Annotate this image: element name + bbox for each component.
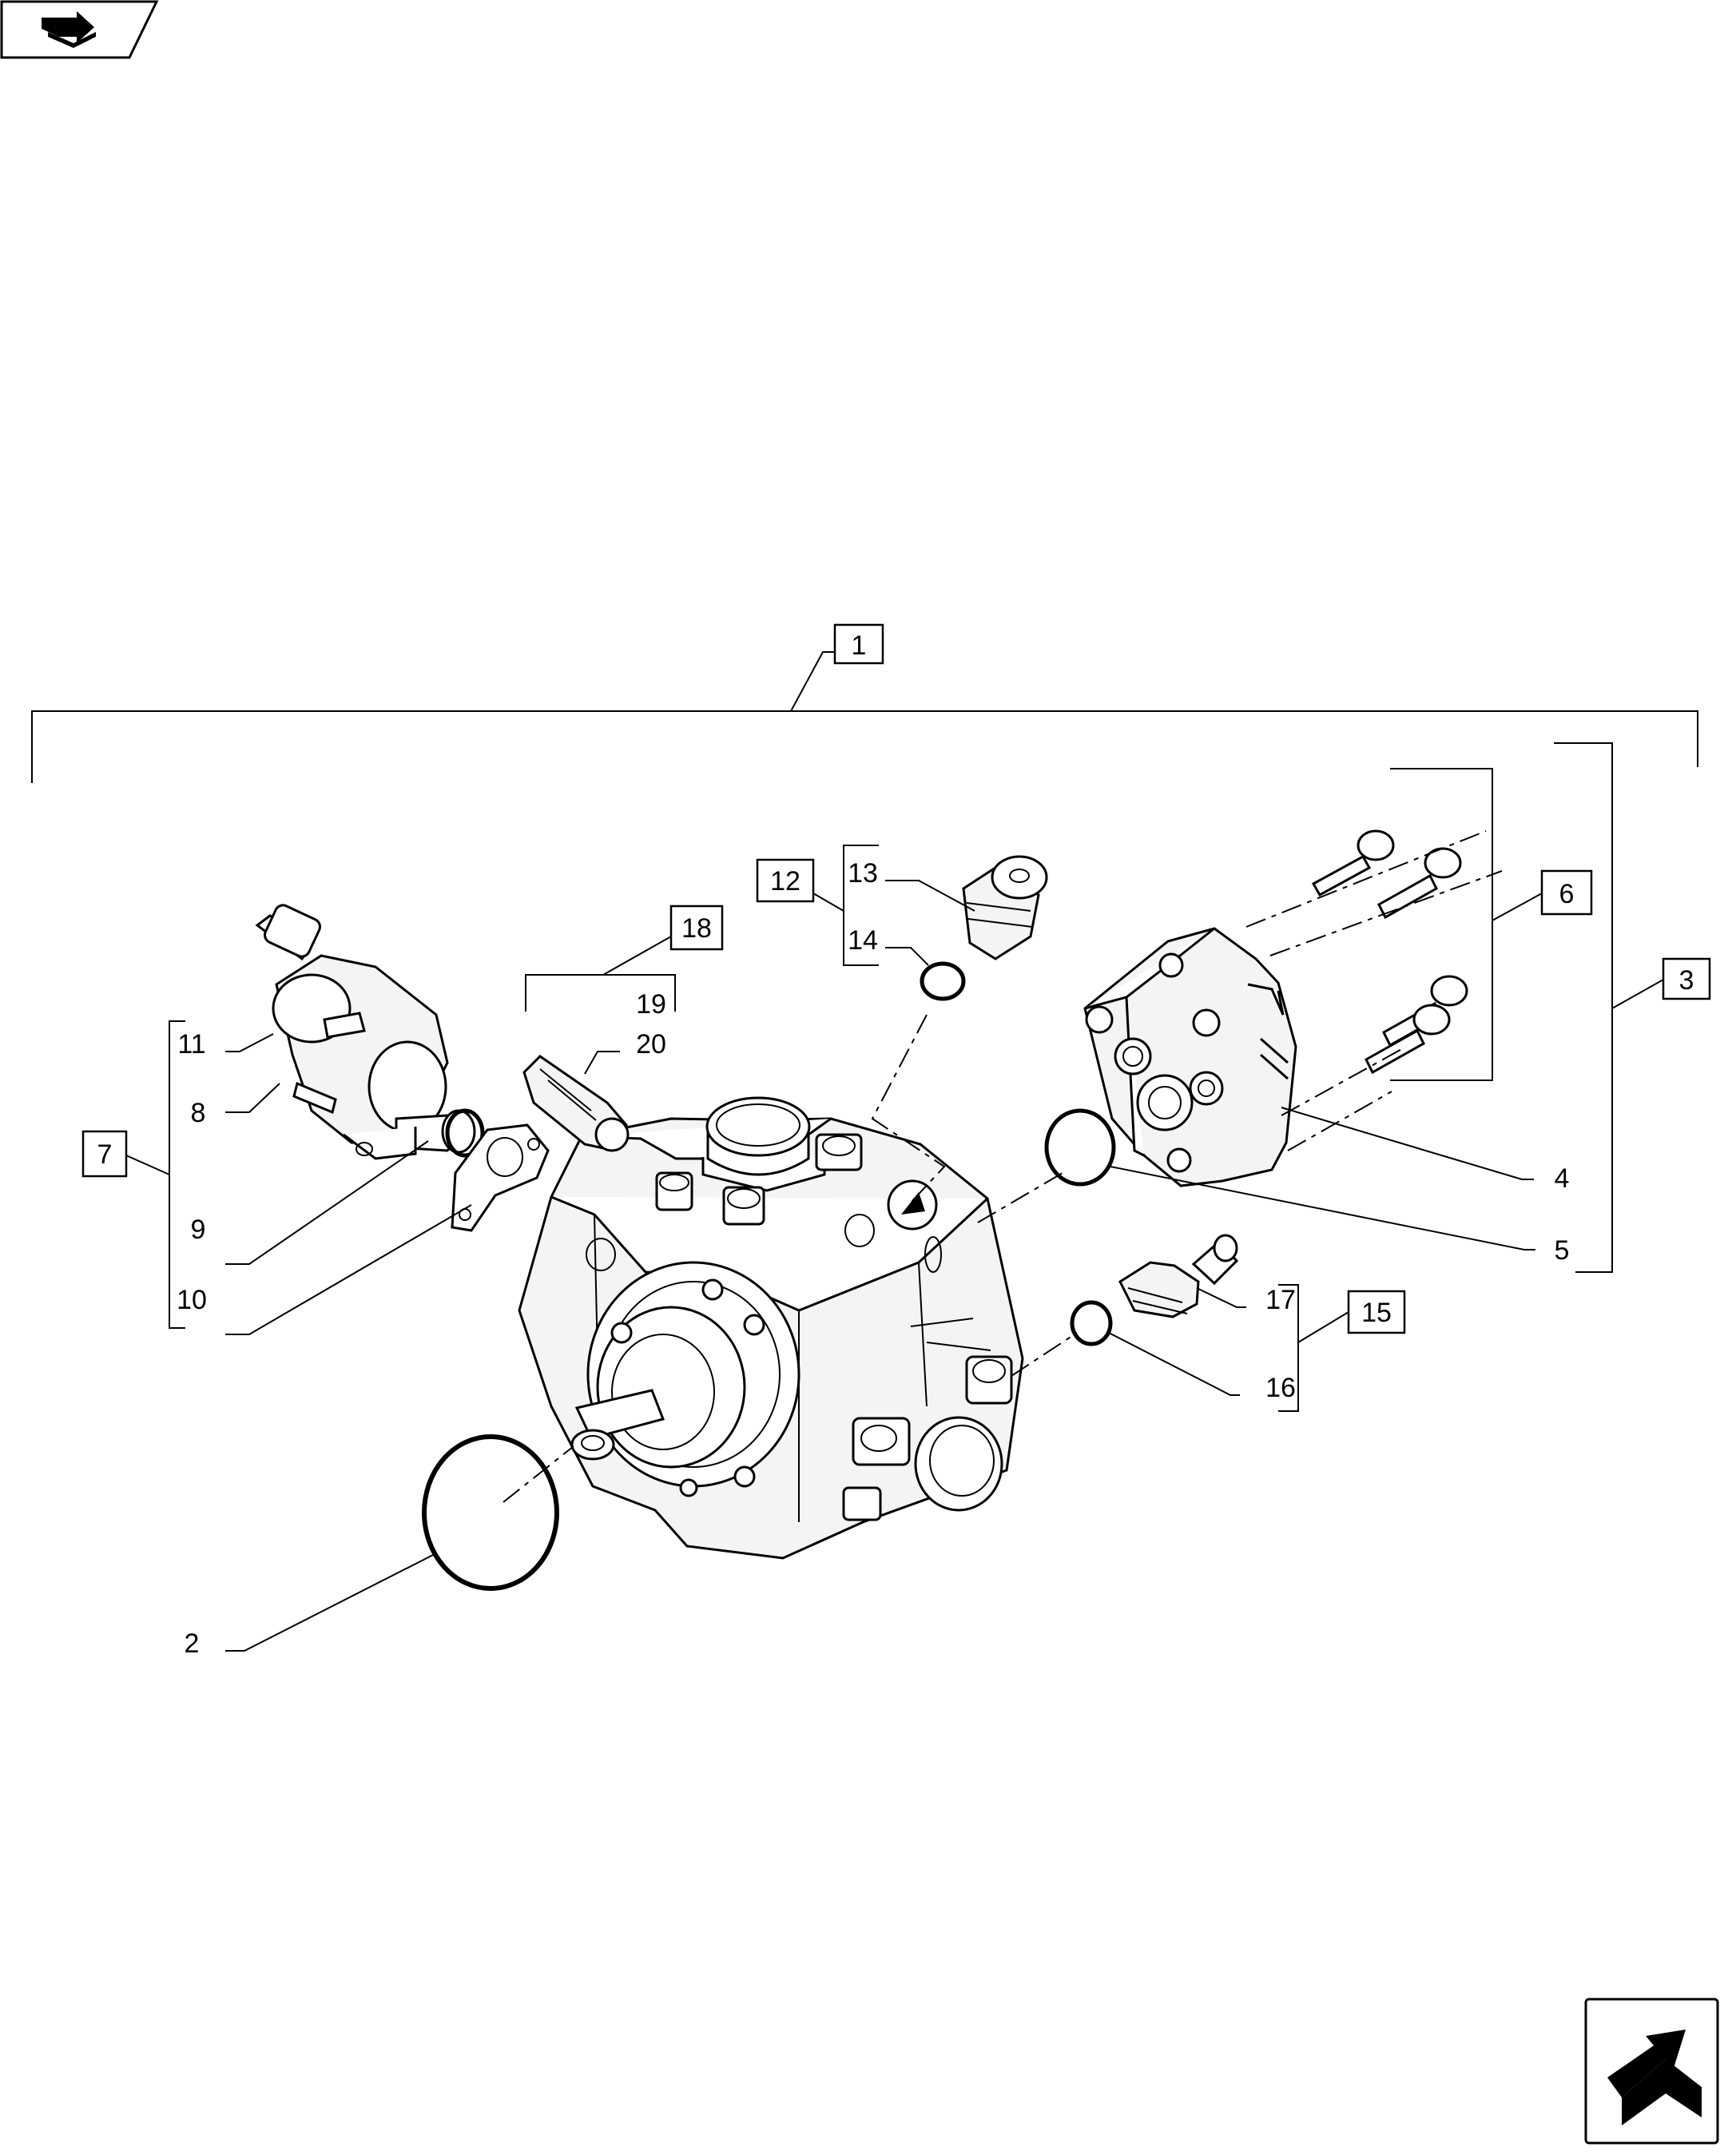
callout-20[interactable]: 20: [636, 1029, 666, 1060]
leader-11: [225, 1033, 274, 1052]
svg-text:18: 18: [681, 913, 712, 944]
callout-9[interactable]: 9: [191, 1215, 206, 1245]
connector-fitting: [522, 1055, 630, 1152]
o-ring-cover-plate: [1044, 1108, 1116, 1187]
callout-10[interactable]: 10: [177, 1285, 207, 1315]
pump-cover-plate: [1083, 927, 1297, 1187]
metering-unit-gasket: [451, 1123, 550, 1232]
centerline-screw-d: [1287, 1091, 1392, 1151]
leader-2: [225, 1553, 437, 1652]
callout-12[interactable]: 12: [756, 858, 815, 903]
leader-10: [225, 1204, 472, 1335]
leader-13: [885, 880, 975, 912]
svg-text:12: 12: [770, 866, 800, 897]
leader-3: [1611, 979, 1664, 1009]
svg-text:6: 6: [1559, 879, 1575, 909]
o-ring-metering-unit: [445, 1108, 485, 1158]
centerline-screw-b: [1269, 870, 1503, 956]
callout-13[interactable]: 13: [848, 858, 878, 889]
sealing-ring-inlet-fitting: [1070, 1300, 1113, 1346]
leader-9: [225, 1140, 429, 1265]
callout-3[interactable]: 3: [1662, 957, 1711, 1000]
callout-18[interactable]: 18: [669, 905, 724, 951]
leader-20: [584, 1051, 620, 1075]
svg-text:7: 7: [97, 1139, 113, 1170]
subassembly-bracket-18: [525, 974, 676, 1012]
inlet-fitting: [1118, 1234, 1239, 1318]
subassembly-bracket-12: [843, 845, 879, 966]
callout-6[interactable]: 6: [1540, 869, 1593, 916]
subassembly-bracket-15: [1278, 1284, 1299, 1412]
callout-16[interactable]: 16: [1265, 1373, 1296, 1403]
leader-6: [1492, 893, 1543, 921]
centerline-cover-plate: [977, 1172, 1063, 1223]
callout-5[interactable]: 5: [1555, 1235, 1570, 1266]
o-ring-drive-flange: [422, 1434, 559, 1591]
centerline-drive-shaft: [503, 1445, 574, 1503]
leader-4: [1281, 1107, 1534, 1180]
page-forward-arrow-icon[interactable]: [1584, 1998, 1719, 2145]
callout-2[interactable]: 2: [185, 1628, 200, 1659]
callout-15[interactable]: 15: [1347, 1290, 1406, 1334]
leader-18: [602, 936, 677, 976]
centerline-overflow-valve: [871, 1014, 946, 1203]
callout-11[interactable]: 11: [177, 1029, 205, 1060]
callout-7[interactable]: 7: [81, 1130, 128, 1178]
metering-unit-assembly: [255, 904, 476, 1160]
leader-14: [885, 947, 929, 966]
callout-8[interactable]: 8: [191, 1098, 206, 1128]
leader-8: [225, 1083, 280, 1113]
svg-text:15: 15: [1361, 1298, 1392, 1328]
subassembly-bracket-6: [1390, 768, 1493, 1081]
callout-4[interactable]: 4: [1555, 1163, 1570, 1194]
leader-17: [1196, 1287, 1246, 1308]
centerline-inlet-fitting: [1011, 1332, 1078, 1377]
svg-text:1: 1: [852, 630, 867, 661]
leader-16: [1108, 1332, 1240, 1396]
callout-19[interactable]: 19: [636, 989, 666, 1020]
callout-14[interactable]: 14: [848, 925, 878, 956]
centerline-screw-c: [1281, 1046, 1407, 1116]
leader-5: [1110, 1166, 1535, 1250]
subassembly-bracket-7: [169, 1020, 185, 1329]
leader-12: [812, 893, 844, 912]
leader-15: [1297, 1311, 1349, 1343]
svg-text:3: 3: [1679, 965, 1694, 996]
high-pressure-pump-body: [518, 1096, 1024, 1560]
overflow-valve: [962, 855, 1048, 960]
page-back-arrow-icon[interactable]: [0, 0, 159, 59]
leader-7: [125, 1155, 170, 1175]
centerline-screw-a: [1245, 830, 1487, 928]
cover-plate-screws: [1311, 829, 1468, 1075]
callout-1[interactable]: 1: [833, 623, 884, 665]
callout-17[interactable]: 17: [1265, 1285, 1296, 1315]
o-ring-overflow-valve: [920, 961, 966, 1001]
assembly-bracket: [31, 651, 1698, 783]
